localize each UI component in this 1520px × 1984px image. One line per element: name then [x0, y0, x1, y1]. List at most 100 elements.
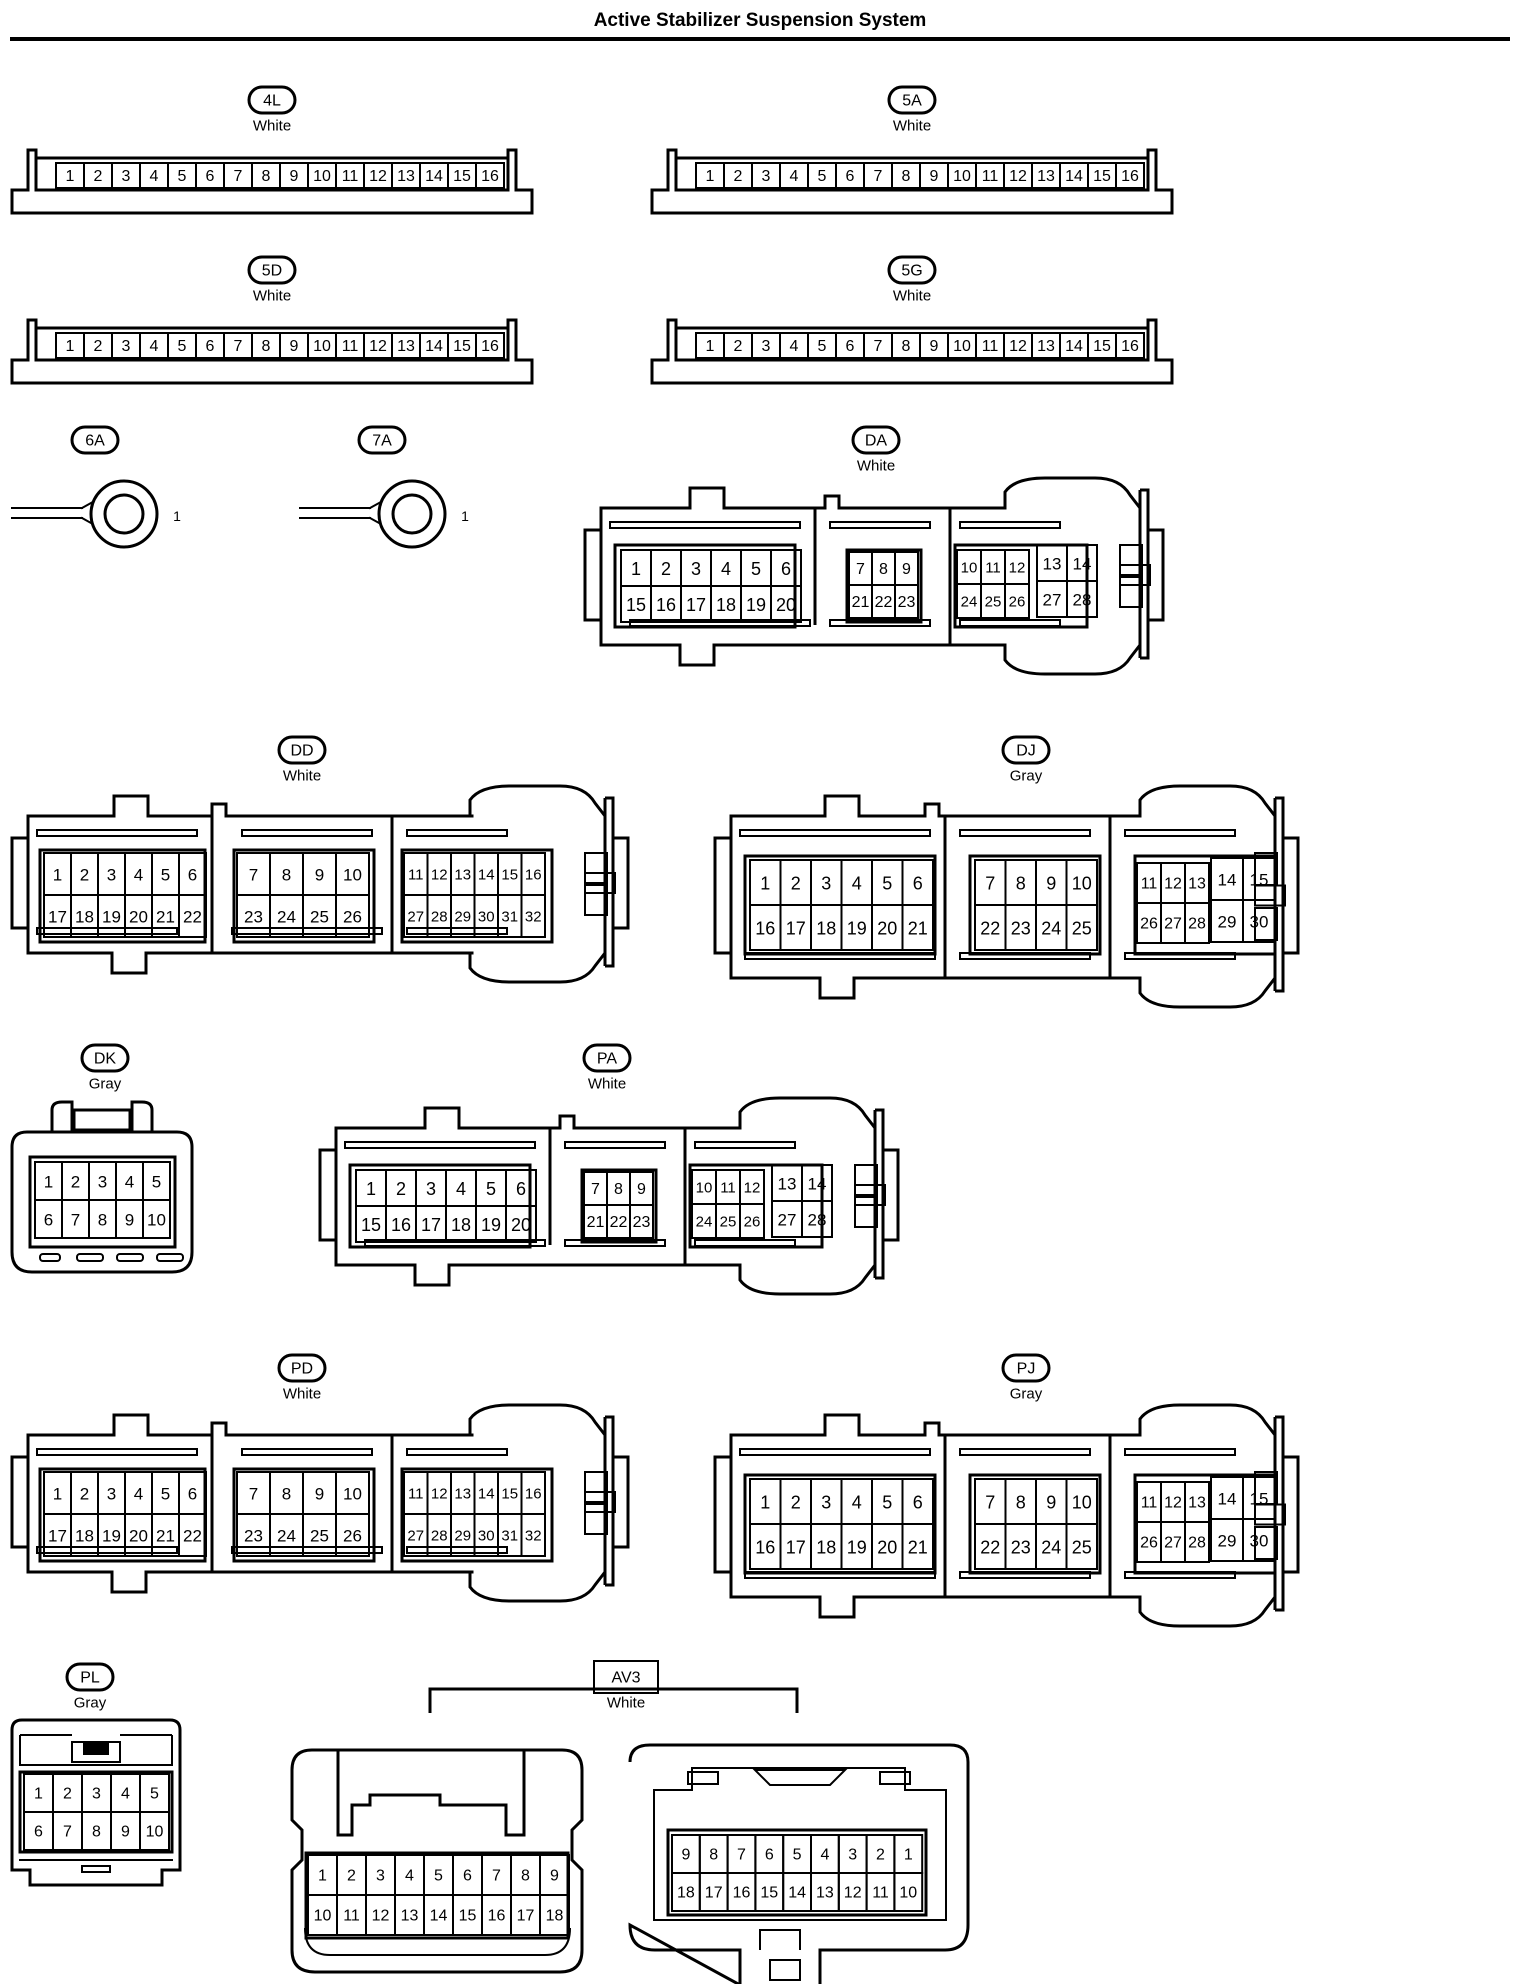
pin-number: 11: [982, 168, 999, 185]
pin-number: 31: [501, 1528, 518, 1545]
pin-number: 28: [1073, 591, 1092, 610]
pin-number: 10: [343, 1485, 362, 1504]
pin-number: 28: [1188, 1535, 1206, 1552]
pin-number: 7: [985, 1493, 995, 1513]
pin-number: 8: [282, 1485, 291, 1504]
connector-color: Gray: [1010, 1386, 1043, 1403]
connector-id: PJ: [1017, 1361, 1036, 1378]
connector-id: 5D: [262, 263, 282, 280]
pin-number: 24: [1041, 1538, 1061, 1558]
pin-number: 7: [737, 1847, 746, 1864]
pin-number: 6: [846, 168, 855, 185]
pin-number: 6: [206, 168, 215, 185]
pin-number: 4: [790, 168, 799, 185]
pin-number: 16: [488, 1908, 506, 1925]
pin-number: 3: [92, 1786, 101, 1803]
pin-number: 12: [1164, 1495, 1182, 1512]
pin-number: 4: [150, 168, 159, 185]
pin-number: 16: [755, 919, 775, 939]
pin-number: 13: [397, 338, 415, 355]
pin-number: 17: [48, 1527, 67, 1546]
pin-number: 11: [342, 338, 359, 355]
pin-number: 3: [691, 559, 701, 579]
pin-number: 9: [930, 338, 939, 355]
pin-number: 12: [1009, 338, 1027, 355]
connector-id: PL: [80, 1670, 100, 1687]
pin-number: 12: [844, 1885, 862, 1902]
pin-number: 13: [1043, 555, 1062, 574]
pin-number: 23: [244, 908, 263, 927]
pin-number: 6: [913, 874, 923, 894]
pin-number: 25: [985, 594, 1002, 611]
pin-number: 3: [762, 168, 771, 185]
pin-number: 5: [434, 1868, 443, 1885]
pin-number: 9: [290, 338, 299, 355]
pin-number: 14: [788, 1885, 806, 1902]
pin-number: 1: [44, 1173, 53, 1192]
pin-number: 18: [816, 919, 836, 939]
pin-number: 5: [178, 338, 187, 355]
pin-number: 12: [431, 867, 448, 884]
pin-number: 19: [102, 1527, 121, 1546]
pin-number: 1: [53, 866, 62, 885]
pin-number: 8: [92, 1824, 101, 1841]
pin-number: 9: [1046, 874, 1056, 894]
connector-color: White: [893, 288, 931, 305]
pin-number: 2: [876, 1847, 885, 1864]
pin-number: 10: [696, 1180, 713, 1197]
pin-number: 13: [401, 1908, 419, 1925]
pin-number: 14: [1073, 555, 1092, 574]
pin-number: 5: [152, 1173, 161, 1192]
pin-number: 15: [1250, 1490, 1269, 1509]
pin-number: 16: [656, 595, 676, 615]
connector-id: DA: [865, 433, 888, 450]
pin-number: 7: [874, 338, 883, 355]
pin-number: 1: [760, 1493, 770, 1513]
pin-number: 10: [313, 338, 331, 355]
pin-number: 24: [696, 1214, 713, 1231]
connector-color: Gray: [89, 1076, 122, 1093]
pin-number: 8: [1016, 1493, 1026, 1513]
pin-number: 23: [1011, 919, 1031, 939]
pin-number: 13: [1188, 876, 1206, 893]
connector-color: White: [253, 288, 291, 305]
pin-number: 27: [1043, 591, 1062, 610]
pin-number: 17: [686, 595, 706, 615]
pin-number: 19: [847, 919, 867, 939]
pin-number: 3: [122, 338, 131, 355]
pin-number: 6: [188, 866, 197, 885]
pin-number: 30: [478, 1528, 495, 1545]
pin-number: 10: [147, 1211, 166, 1230]
pin-number: 11: [872, 1885, 889, 1902]
pin-number: 11: [1141, 1495, 1158, 1512]
pin-number: 32: [525, 909, 542, 926]
pin-number: 29: [454, 909, 471, 926]
pin-number: 9: [315, 866, 324, 885]
pin-number: 10: [1072, 874, 1092, 894]
pin-number: 11: [985, 560, 1001, 577]
pin-number: 7: [856, 561, 865, 578]
pin-number: 1: [631, 559, 641, 579]
pin-number: 2: [80, 866, 89, 885]
pin-number: 23: [1011, 1538, 1031, 1558]
pin-number: 5: [818, 168, 827, 185]
pin-number: 12: [744, 1180, 761, 1197]
pin-number: 7: [591, 1181, 600, 1198]
connector-id: 7A: [372, 433, 392, 450]
connector-color: White: [283, 1386, 321, 1403]
pin-number: 28: [431, 909, 448, 926]
pin-number: 18: [816, 1538, 836, 1558]
pin-number: 4: [150, 338, 159, 355]
pin-number: 11: [342, 168, 359, 185]
pin-number: 9: [121, 1824, 130, 1841]
pin-number: 1: [66, 338, 75, 355]
